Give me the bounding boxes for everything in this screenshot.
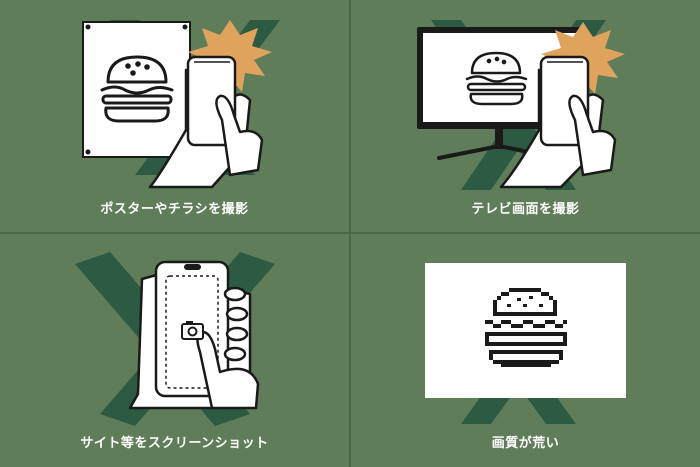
- poster-icon: [82, 21, 191, 158]
- panel-smartphone-screenshot: サイト等をスクリーンショット: [0, 234, 349, 466]
- image-frame: [425, 263, 626, 398]
- pixelated-burger-icon: [485, 288, 567, 367]
- panel-poster-photo: ポスターやチラシを撮影: [0, 0, 349, 232]
- panel-tv-photo: テレビ画面を撮影: [351, 0, 700, 232]
- smartphone-screenshot-illustration: [75, 252, 275, 426]
- panel-caption: 画質が荒い: [491, 436, 560, 451]
- poster-photo-illustration: [82, 20, 280, 189]
- panel-caption: テレビ画面を撮影: [471, 202, 580, 217]
- hand-holding-phone-icon: [499, 55, 617, 189]
- low-quality-illustration: [425, 263, 626, 424]
- tv-photo-illustration: [417, 20, 625, 190]
- camera-icon: [181, 321, 204, 340]
- horizontal-divider: [0, 232, 700, 234]
- hand-holding-phone-icon: [148, 55, 264, 189]
- panel-caption: サイト等をスクリーンショット: [80, 436, 269, 451]
- panel-low-quality: 画質が荒い: [351, 234, 700, 466]
- burger-icon: [100, 55, 174, 123]
- panel-caption: ポスターやチラシを撮影: [100, 202, 249, 217]
- burger-icon: [465, 51, 528, 106]
